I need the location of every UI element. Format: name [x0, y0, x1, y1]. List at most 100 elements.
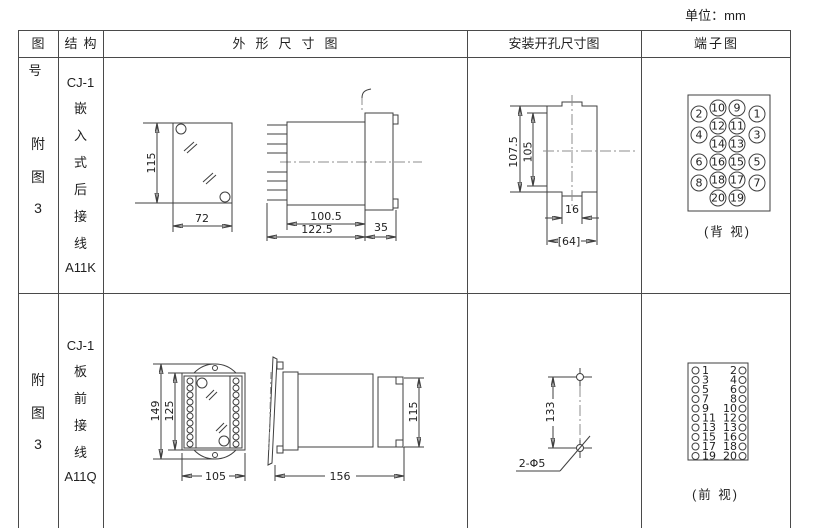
strip-hole-circle — [232, 440, 240, 448]
strip-hole-circle — [186, 398, 194, 406]
terminal-pin-circle — [691, 395, 700, 403]
terminal-pin-number: 7 — [702, 393, 709, 406]
strip-hole-circle — [186, 405, 194, 413]
header-install: 安装开孔尺寸图 — [508, 36, 600, 51]
terminal-pin-circle — [709, 153, 727, 171]
dim-body-depth: 100.5 — [310, 210, 342, 223]
terminal-pin-circle — [738, 442, 747, 451]
terminal-pin-circle — [728, 117, 746, 135]
terminal-pin-number: 11 — [702, 412, 716, 425]
terminal-pin-number: 4 — [730, 374, 737, 387]
leader-line — [559, 435, 591, 472]
terminal-pin-number: 13 — [730, 138, 744, 151]
terminal-pin-circle — [691, 452, 700, 460]
terminal-pin-circle — [691, 376, 700, 384]
terminal-pin-number: 2 — [730, 364, 737, 377]
terminal-pin-number: 1 — [702, 364, 709, 377]
terminal-pin-circle — [691, 414, 700, 422]
figure-no-row2: 附 图 3 — [18, 293, 58, 528]
terminal-pin-number: 10 — [723, 402, 737, 415]
terminal-pin-number: 3 — [754, 129, 761, 142]
terminal-pin-circle — [691, 385, 700, 394]
terminal-pin-number: 18 — [723, 440, 737, 453]
dim-width: 105 — [205, 470, 226, 483]
strip-hole-circle — [232, 433, 240, 441]
col-divider-4 — [641, 30, 642, 528]
dim-hole-spacing: 133 — [544, 402, 557, 423]
install-drawing-a11q: 133 2-Φ5 — [516, 368, 592, 472]
strip-hole-circle — [186, 426, 194, 434]
col-divider-3 — [467, 30, 468, 528]
structure-line: CJ-1 — [66, 337, 95, 353]
figure-char: 3 — [34, 435, 42, 452]
terminal-pin-number: 4 — [696, 129, 703, 142]
terminal-pin-number: 8 — [730, 393, 737, 406]
strip-hole-circle — [186, 391, 194, 399]
outline-drawing-a11q: 149 125 105 156 — [149, 356, 424, 483]
terminal-pin-number: 9 — [734, 102, 741, 115]
header-divider — [18, 57, 791, 58]
terminal-pin-circle — [748, 105, 766, 123]
terminal-pin-circle — [691, 423, 700, 432]
terminal-pin-circle — [691, 366, 700, 375]
terminal-pins — [267, 124, 287, 201]
view-label-back: (背 视) — [704, 225, 751, 239]
terminal-pin-circle — [738, 423, 747, 432]
mounting-hole — [576, 373, 584, 381]
terminal-pin-number: 5 — [702, 383, 709, 396]
dim-opening-width: [64] — [558, 235, 581, 248]
terminal-pin-circle — [738, 452, 747, 460]
strip-hole-circle — [232, 412, 240, 420]
terminal-pin-number: 13 — [702, 421, 716, 434]
terminal-pin-circle — [709, 99, 727, 117]
terminal-pin-number: 7 — [754, 177, 761, 190]
terminal-pin-circle — [738, 433, 747, 441]
row-divider — [18, 293, 791, 294]
strip-hole-circle — [232, 391, 240, 399]
strip-hole-circle — [186, 419, 194, 427]
structure-line: 线 — [73, 236, 87, 251]
terminal-pin-circle — [691, 433, 700, 441]
header-terminal: 端子图 — [693, 36, 739, 51]
terminal-pin-number: 15 — [702, 431, 716, 444]
figure-char: 附 — [31, 136, 45, 152]
structure-line: 前 — [73, 390, 87, 406]
side-view-a11k: 100.5 122.5 35 — [266, 88, 422, 241]
header-outline: 外形尺寸图 — [232, 36, 348, 51]
terminal-pin-number: 6 — [730, 383, 737, 396]
terminal-pin-circle — [748, 174, 766, 192]
terminal-pin-number: 5 — [754, 156, 761, 169]
strip-hole-circle — [186, 440, 194, 448]
terminal-pin-circle — [738, 395, 747, 403]
terminal-pin-number: 20 — [711, 192, 725, 205]
terminal-pin-number: 15 — [730, 156, 744, 169]
table-top-border — [18, 30, 791, 31]
figure-char: 3 — [34, 200, 42, 216]
terminal-pin-circle — [709, 189, 727, 207]
terminal-pin-circle — [738, 366, 747, 375]
structure-line: A11K — [65, 260, 96, 275]
hole-note: 2-Φ5 — [519, 457, 546, 470]
terminal-pin-number: 17 — [730, 174, 744, 187]
terminal-block-outline — [687, 94, 771, 212]
terminal-pin-number: 19 — [702, 450, 716, 463]
terminal-pin-circle — [738, 404, 747, 413]
terminal-pin-number: 17 — [702, 440, 716, 453]
terminal-pin-number: 18 — [711, 174, 725, 187]
terminal-pin-circle — [738, 414, 747, 422]
terminal-pin-number: 9 — [702, 402, 709, 415]
dim-front-width: 72 — [195, 212, 209, 225]
structure-line: 线 — [73, 444, 87, 460]
terminal-pin-circle — [728, 153, 746, 171]
dim-cutout-outer-height: 107.5 — [507, 136, 520, 168]
header-figure-no: 图号 — [28, 36, 51, 78]
dim-notch-width: 16 — [565, 203, 579, 216]
figure-char: 图 — [31, 169, 45, 185]
terminal-pin-number: 16 — [711, 156, 725, 169]
terminal-pin-number: 1 — [754, 108, 761, 121]
strip-hole-circle — [232, 405, 240, 413]
structure-line: 式 — [73, 155, 87, 170]
